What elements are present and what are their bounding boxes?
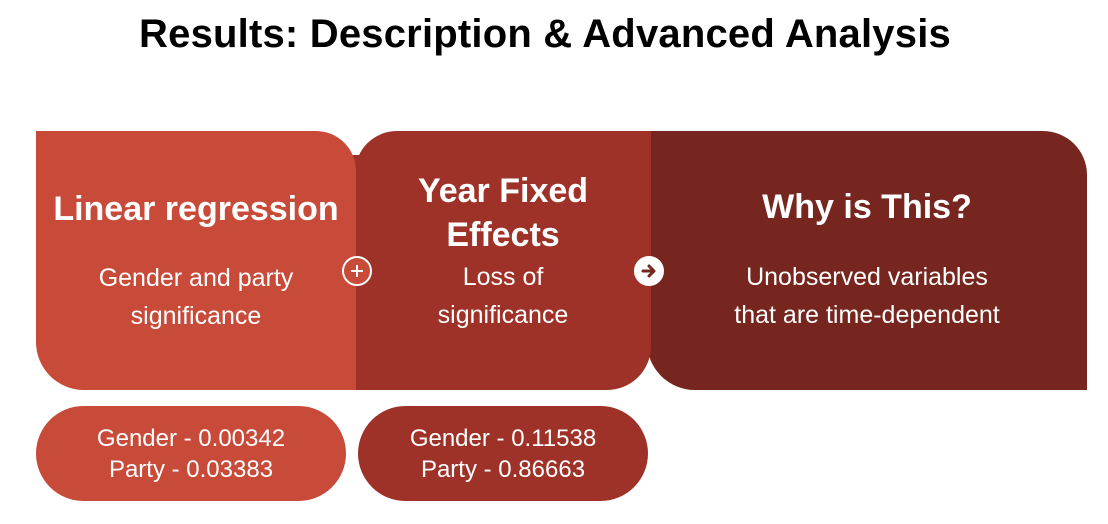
party-value: Party - 0.03383 [108, 456, 274, 483]
linear-regression-values: Gender - 0.00342 Party - 0.03383 [36, 406, 346, 501]
party-value: Party - 0.86663 [420, 456, 586, 483]
plus-icon [342, 256, 372, 286]
why-is-this-card: Why is This? Unobserved variables that a… [647, 131, 1087, 390]
card-heading-line: Linear regression [53, 190, 339, 228]
card-description: Loss of significance [355, 258, 651, 334]
card-description-line: Loss of [462, 263, 544, 291]
card-description: Gender and party significance [36, 259, 356, 335]
card-description-line: significance [437, 301, 569, 329]
card-description-line: Unobserved variables [746, 263, 988, 291]
year-fixed-effects-card: Year Fixed Effects Loss of significance [349, 131, 651, 390]
gender-value: Gender - 0.11538 [409, 425, 597, 452]
card-heading: Linear regression [36, 187, 356, 231]
plus-glyph [351, 265, 363, 277]
card-description: Unobserved variables that are time-depen… [647, 258, 1087, 334]
card-heading-line: Year Fixed [417, 172, 589, 210]
card-heading-line: Why is This? [762, 188, 972, 226]
card-description-line: that are time-dependent [734, 301, 1000, 329]
card-description-line: Gender and party [98, 264, 294, 292]
arrow-glyph [641, 264, 656, 278]
linear-regression-card: Linear regression Gender and party signi… [36, 131, 356, 390]
card-heading-line: Effects [446, 216, 560, 254]
card-description-line: significance [130, 302, 262, 330]
page-title: Results: Description & Advanced Analysis [139, 12, 951, 56]
year-fixed-effects-values: Gender - 0.11538 Party - 0.86663 [358, 406, 648, 501]
card-heading: Year Fixed Effects [355, 169, 651, 257]
card-heading: Why is This? [647, 185, 1087, 229]
arrow-right-icon [634, 256, 664, 286]
gender-value: Gender - 0.00342 [96, 425, 286, 452]
